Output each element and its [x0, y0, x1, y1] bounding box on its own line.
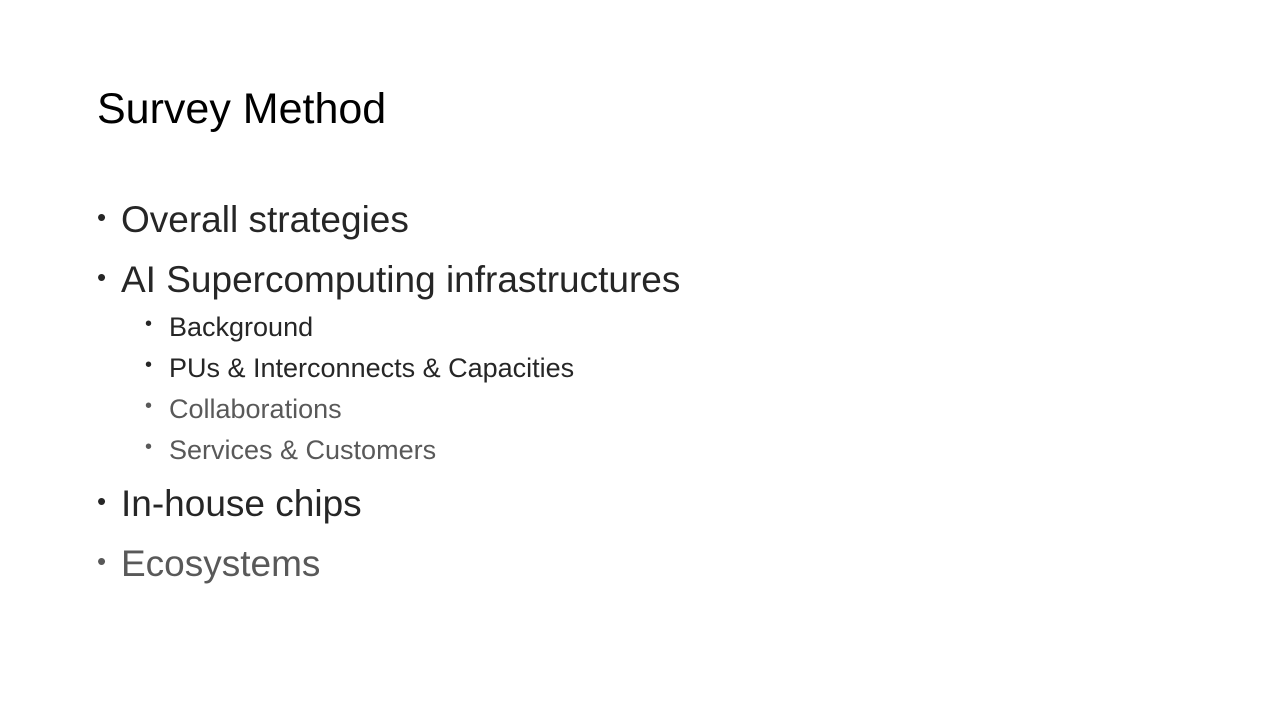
sub-bullet-label: Background	[169, 312, 314, 342]
sub-bullet-label: Collaborations	[169, 394, 342, 424]
bullet-item-in-house-chips: • In-house chips	[97, 480, 1197, 528]
bullet-icon: •	[145, 313, 153, 335]
bullet-label: Ecosystems	[121, 543, 321, 584]
sub-bullet-item-collaborations: • Collaborations	[97, 392, 1197, 426]
bullet-icon: •	[145, 354, 153, 376]
bullet-item-ai-supercomputing: • AI Supercomputing infrastructures	[97, 256, 1197, 304]
bullet-icon: •	[97, 262, 107, 292]
bullet-icon: •	[97, 546, 107, 576]
sub-bullet-item-pus-interconnects: • PUs & Interconnects & Capacities	[97, 351, 1197, 385]
bullet-item-overall-strategies: • Overall strategies	[97, 196, 1197, 244]
bullet-label: In-house chips	[121, 483, 362, 524]
bullet-icon: •	[97, 486, 107, 516]
bullet-label: AI Supercomputing infrastructures	[121, 259, 681, 300]
bullet-icon: •	[145, 395, 153, 417]
sub-bullet-list: • Background • PUs & Interconnects & Cap…	[97, 310, 1197, 467]
bullet-icon: •	[145, 436, 153, 458]
bullet-item-ecosystems: • Ecosystems	[97, 540, 1197, 588]
slide-title: Survey Method	[97, 85, 387, 133]
sub-bullet-label: PUs & Interconnects & Capacities	[169, 353, 575, 383]
sub-bullet-label: Services & Customers	[169, 435, 437, 465]
sub-bullet-item-services-customers: • Services & Customers	[97, 433, 1197, 467]
bullet-icon: •	[97, 202, 107, 232]
bullet-label: Overall strategies	[121, 199, 409, 240]
bullet-list: • Overall strategies • AI Supercomputing…	[97, 196, 1197, 600]
sub-bullet-item-background: • Background	[97, 310, 1197, 344]
